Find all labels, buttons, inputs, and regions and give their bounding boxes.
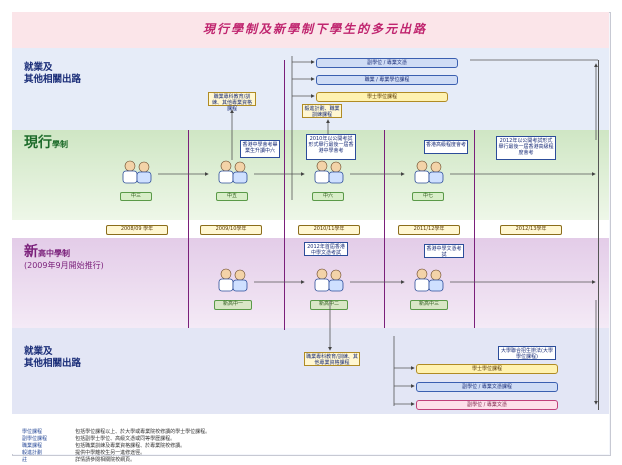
top-node-vocational: 職業專科教育/訓練、其他專業資格課程 [208, 92, 256, 112]
divider-4 [474, 130, 475, 328]
bottom-pill-2: 副學位 / 專業文憑課程 [416, 382, 558, 392]
page-title: 現行學制及新學制下學生的多元出路 [202, 22, 427, 36]
current-tag-3: 中六 [312, 192, 344, 201]
student-pair-icon [310, 268, 346, 292]
new-band-label-note: (2009年9月開始推行) [24, 261, 104, 270]
legend-key: 註 [22, 457, 28, 463]
bottom-pill-1: 學士學位課程 [416, 364, 558, 374]
legend-text: 提供中學離校生另一進修途徑。 [75, 450, 146, 456]
year-chip-5: 2012/13學年 [500, 225, 562, 235]
current-tag-2: 中五 [216, 192, 248, 201]
year-chip-4: 2011/12學年 [398, 225, 460, 235]
top-band-label-line1: 就業及 [24, 62, 53, 73]
legend-row: 註 詳情請參閱相關院校網頁。 [22, 446, 602, 463]
student-pair-icon [410, 160, 446, 184]
legend-text: 包括副學士學位、高級文憑或同等學歷課程。 [75, 436, 176, 442]
legend-key: 學位課程 [22, 429, 43, 435]
divider-3 [384, 130, 385, 328]
bottom-node-vocational: 職業專科教育/訓練、其他專業資格課程 [304, 352, 360, 366]
legend-row: 毅進計劃 提供中學離校生另一進修途徑。 [22, 439, 602, 456]
legend-key: 職業課程 [22, 443, 43, 449]
year-chip-3: 2010/11學年 [298, 225, 360, 235]
current-band-label: 現行學制 [24, 135, 68, 151]
legend-row: 職業課程 包括職業訓練及專業資格課程、於專業院校修讀。 [22, 432, 602, 449]
legend-row: 學位課程 包括學位課程以上、於大學或專業院校修讀的學士學位課程。 [22, 418, 602, 435]
bottom-pill-3: 副學位 / 專業文憑 [416, 400, 558, 410]
new-tag-1: 新高中一 [214, 300, 252, 310]
student-pair-icon [310, 160, 346, 184]
student-pair-icon [410, 268, 446, 292]
top-band-label-line2: 其他相關出路 [24, 74, 82, 85]
top-pill-2: 職業 / 專業學位課程 [316, 75, 458, 85]
current-band-label-main: 現行 [24, 135, 52, 151]
new-node-2: 香港中學文憑考試 [424, 244, 464, 258]
divider-5 [598, 60, 599, 410]
student-pair-icon [214, 160, 250, 184]
new-tag-2: 新高中二 [310, 300, 348, 310]
year-chip-2: 2009/10學年 [200, 225, 262, 235]
mid-node-2: 2010年以公開考試形式舉行最後一屆香港中學會考 [306, 134, 356, 160]
bottom-band-label-line1: 就業及 [24, 346, 53, 357]
mid-node-1: 香港中學會考畢業生升讀中六 [240, 140, 280, 158]
legend: 學位課程 包括學位課程以上、於大學或專業院校修讀的學士學位課程。 副學位課程 包… [22, 418, 602, 463]
top-pill-1: 副學位 / 專業文憑 [316, 58, 458, 68]
title-strip [12, 12, 609, 48]
new-node-1: 2012年首屆香港中學文憑考試 [304, 242, 348, 256]
divider-1 [188, 130, 189, 328]
current-band-label-sub: 學制 [52, 140, 68, 149]
legend-key: 毅進計劃 [22, 450, 43, 456]
current-tag-1: 中三 [120, 192, 152, 201]
top-band-label: 就業及 其他相關出路 [24, 62, 81, 86]
current-tag-4: 中七 [412, 192, 444, 201]
bottom-node-jupas: 大學聯合招生辦法(大學學位課程) [498, 346, 556, 360]
legend-band [12, 414, 609, 454]
divider-2 [284, 60, 285, 330]
student-pair-icon [214, 268, 250, 292]
bottom-band-label-line2: 其他相關出路 [24, 358, 82, 369]
legend-key: 副學位課程 [22, 436, 48, 442]
legend-row: 副學位課程 包括副學士學位、高級文憑或同等學歷課程。 [22, 425, 602, 442]
top-node-yijin: 毅進計劃、職業訓練課程 [302, 104, 342, 118]
legend-text: 詳情請參閱相關院校網頁。 [75, 457, 136, 463]
legend-text: 包括職業訓練及專業資格課程、於專業院校修讀。 [75, 443, 186, 449]
legend-text: 包括學位課程以上、於大學或專業院校修讀的學士學位課程。 [75, 429, 211, 435]
student-pair-icon [118, 160, 154, 184]
mid-node-4: 2012年以公開考試形式舉行最後一屆香港高級程度會考 [496, 136, 556, 160]
top-pill-3: 學士學位課程 [316, 92, 448, 102]
mid-node-3: 香港高級程度會考 [424, 140, 468, 154]
new-band-label: 新高中學制 (2009年9月開始推行) [24, 244, 104, 272]
bottom-band-label: 就業及 其他相關出路 [24, 346, 81, 370]
new-band-label-sub: 高中學制 [38, 249, 70, 258]
new-band-label-main: 新 [24, 244, 38, 260]
year-chip-1: 2008/09 學年 [106, 225, 168, 235]
new-tag-3: 新高中三 [410, 300, 448, 310]
